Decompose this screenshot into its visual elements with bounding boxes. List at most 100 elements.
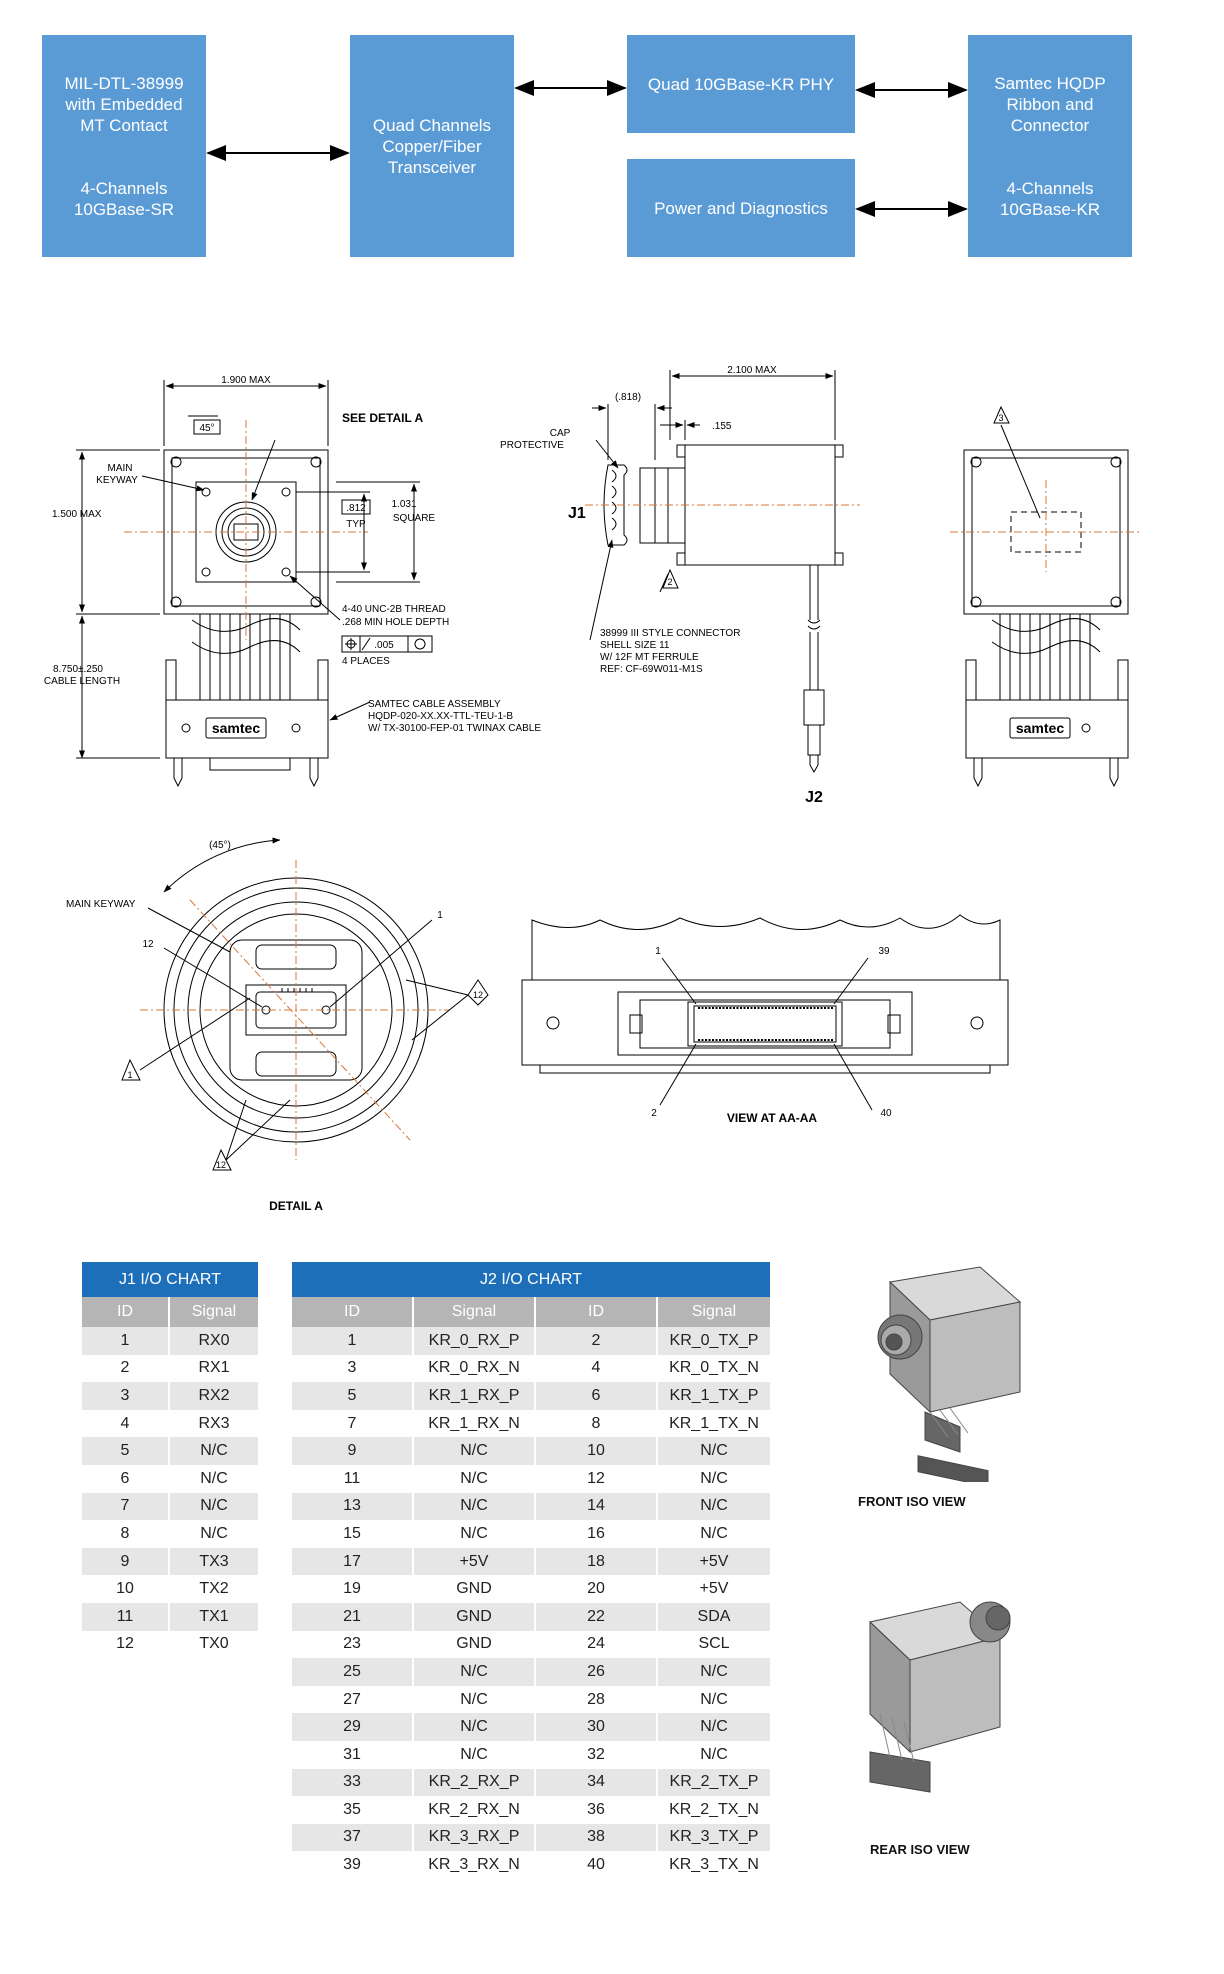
table-cell: 6 xyxy=(534,1382,657,1410)
cable-length: 8.750±.250 xyxy=(53,664,103,675)
table-cell: 15 xyxy=(292,1520,413,1548)
j2-label: J2 xyxy=(805,789,823,806)
block-label: Transceiver xyxy=(387,157,477,177)
rear-iso-image xyxy=(868,1601,1011,1793)
j1-header-id: ID xyxy=(82,1297,169,1327)
table-cell: 30 xyxy=(534,1713,657,1741)
cap-protective: CAP xyxy=(550,428,571,439)
table-cell: 10 xyxy=(82,1575,169,1603)
table-cell: 28 xyxy=(534,1685,657,1714)
table-cell: KR_2_RX_P xyxy=(412,1768,535,1797)
cable-length: CABLE LENGTH xyxy=(44,676,120,687)
table-cell: 19 xyxy=(292,1575,413,1603)
dim-155: .155 xyxy=(712,421,732,432)
table-cell: 7 xyxy=(292,1409,413,1438)
block-mil-38999: MIL-DTL-38999 with Embedded MT Contact 4… xyxy=(42,35,206,257)
block-power: Power and Diagnostics xyxy=(627,159,855,257)
table-cell: 29 xyxy=(292,1713,413,1741)
table-cell: 34 xyxy=(534,1768,657,1797)
detail-keyway: MAIN KEYWAY xyxy=(66,899,136,910)
table-cell: 39 xyxy=(292,1851,413,1879)
cable-assembly-note: HQDP-020-XX.XX-TTL-TEU-1-B xyxy=(368,711,513,722)
table-cell: N/C xyxy=(412,1740,535,1769)
table-cell: KR_0_RX_P xyxy=(412,1327,535,1355)
table-cell: RX2 xyxy=(168,1382,258,1410)
view-pin-1: 1 xyxy=(655,946,661,957)
table-cell: 11 xyxy=(82,1602,169,1631)
table-cell: KR_3_TX_P xyxy=(656,1823,770,1852)
j1-label: J1 xyxy=(568,505,586,522)
table-cell: 27 xyxy=(292,1685,413,1714)
table-cell: GND xyxy=(412,1602,535,1631)
j1-chart-title: J1 I/O CHART xyxy=(82,1262,258,1297)
connector-note: 38999 III STYLE CONNECTOR xyxy=(600,628,740,639)
table-cell: KR_0_TX_P xyxy=(656,1327,770,1355)
table-cell: KR_3_TX_N xyxy=(656,1851,770,1879)
typ-label: TYP xyxy=(346,519,366,530)
cable-assembly-note: SAMTEC CABLE ASSEMBLY xyxy=(368,699,501,710)
dim-1500: 1.500 MAX xyxy=(52,509,102,520)
table-cell: 21 xyxy=(292,1602,413,1631)
table-cell: 10 xyxy=(534,1437,657,1465)
dim-1031: 1.031 xyxy=(391,499,416,510)
dim-1031: SQUARE xyxy=(393,513,436,524)
table-cell: 31 xyxy=(292,1740,413,1769)
table-cell: KR_3_RX_P xyxy=(412,1823,535,1852)
block-label: Quad 10GBase-KR PHY xyxy=(647,74,835,94)
table-cell: N/C xyxy=(656,1492,770,1521)
detail-12-flag: 12 xyxy=(473,990,483,1000)
table-cell: RX3 xyxy=(168,1409,258,1438)
view-pin-2: 2 xyxy=(651,1108,657,1119)
table-cell: 13 xyxy=(292,1492,413,1521)
table-cell: KR_2_TX_P xyxy=(656,1768,770,1797)
detail-1-flag: 1 xyxy=(127,1070,132,1080)
block-label: 10GBase-SR xyxy=(73,199,175,219)
table-cell: KR_2_TX_N xyxy=(656,1796,770,1824)
table-cell: 11 xyxy=(292,1464,413,1493)
table-cell: 37 xyxy=(292,1823,413,1852)
block-arrows xyxy=(206,80,968,217)
table-cell: N/C xyxy=(168,1437,258,1465)
connector-note: REF: CF-69W011-M1S xyxy=(600,664,703,675)
block-label: 4-Channels xyxy=(80,178,168,198)
dim-818: (.818) xyxy=(615,392,641,403)
dim-1900: 1.900 MAX xyxy=(221,375,271,386)
j2-header-signal: Signal xyxy=(412,1297,535,1327)
table-cell: 3 xyxy=(292,1354,413,1383)
table-cell: N/C xyxy=(656,1713,770,1741)
table-cell: KR_3_RX_N xyxy=(412,1851,535,1879)
table-cell: N/C xyxy=(412,1658,535,1686)
samtec-logo-box xyxy=(205,717,267,739)
block-label: 10GBase-KR xyxy=(999,199,1101,219)
table-cell: +5V xyxy=(412,1547,535,1576)
table-cell: 5 xyxy=(82,1437,169,1465)
table-cell: N/C xyxy=(656,1520,770,1548)
table-cell: N/C xyxy=(412,1520,535,1548)
table-cell: 8 xyxy=(82,1520,169,1548)
table-cell: RX0 xyxy=(168,1327,258,1355)
j1-header-signal: Signal xyxy=(168,1297,258,1327)
view-pin-40: 40 xyxy=(880,1108,892,1119)
table-cell: 1 xyxy=(82,1327,169,1355)
block-label: Copper/Fiber xyxy=(382,136,482,156)
table-cell: 32 xyxy=(534,1740,657,1769)
flag-3: 3 xyxy=(998,413,1003,423)
table-cell: 9 xyxy=(82,1547,169,1576)
table-cell: 1 xyxy=(292,1327,413,1355)
